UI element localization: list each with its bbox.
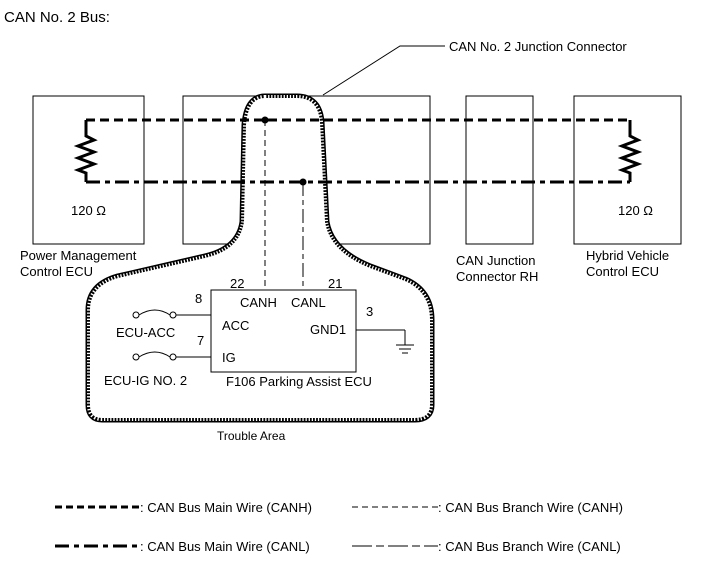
- pin-acc-label: ACC: [222, 318, 249, 333]
- junction-rh-label-1: CAN Junction: [456, 253, 535, 268]
- pin-canl-label: CANL: [291, 295, 326, 310]
- legend: : CAN Bus Main Wire (CANH) : CAN Bus Bra…: [55, 500, 623, 554]
- resistor-right: [617, 120, 643, 182]
- hybrid-vehicle-ecu-label-1: Hybrid Vehicle: [586, 248, 669, 263]
- resistor-left: [73, 120, 99, 182]
- legend-label-branch-canl: : CAN Bus Branch Wire (CANL): [438, 539, 621, 554]
- ground-icon: [356, 329, 414, 354]
- pin-acc-number: 8: [195, 291, 202, 306]
- pin-ig-label: IG: [222, 350, 236, 365]
- fuse-acc-icon: [132, 309, 211, 319]
- parking-assist-ecu-box: [210, 289, 357, 373]
- pin-canh-label: CANH: [240, 295, 277, 310]
- junction-connector-label: CAN No. 2 Junction Connector: [449, 39, 627, 54]
- pin-canh-number: 22: [230, 276, 244, 291]
- pin-gnd-label: GND1: [310, 322, 346, 337]
- trouble-area-label: Trouble Area: [217, 429, 286, 443]
- pin-gnd-number: 3: [366, 304, 373, 319]
- hybrid-vehicle-ecu-label-2: Control ECU: [586, 264, 659, 279]
- pin-canl-number: 21: [328, 276, 342, 291]
- legend-label-main-canh: : CAN Bus Main Wire (CANH): [140, 500, 312, 515]
- power-management-resistor-label: 120 Ω: [71, 203, 106, 218]
- parking-assist-ecu-name: F106 Parking Assist ECU: [226, 374, 372, 389]
- fuse-acc-label: ECU-ACC: [116, 325, 175, 340]
- power-management-ecu-label-2: Control ECU: [20, 264, 93, 279]
- power-management-ecu-label-1: Power Management: [20, 248, 137, 263]
- fuse-ig-label: ECU-IG NO. 2: [104, 373, 187, 388]
- junction-connector-leader: [322, 45, 445, 96]
- pin-ig-number: 7: [197, 333, 204, 348]
- hybrid-vehicle-ecu-box: [573, 95, 682, 245]
- legend-label-main-canl: : CAN Bus Main Wire (CANL): [140, 539, 310, 554]
- legend-label-branch-canh: : CAN Bus Branch Wire (CANH): [438, 500, 623, 515]
- diagram-title: CAN No. 2 Bus:: [4, 9, 110, 26]
- junction-rh-label-2: Connector RH: [456, 269, 538, 284]
- fuse-ig-icon: [132, 351, 211, 361]
- junction-connector-rh-box: [465, 95, 534, 245]
- power-management-ecu-box: [32, 95, 145, 245]
- hybrid-vehicle-resistor-label: 120 Ω: [618, 203, 653, 218]
